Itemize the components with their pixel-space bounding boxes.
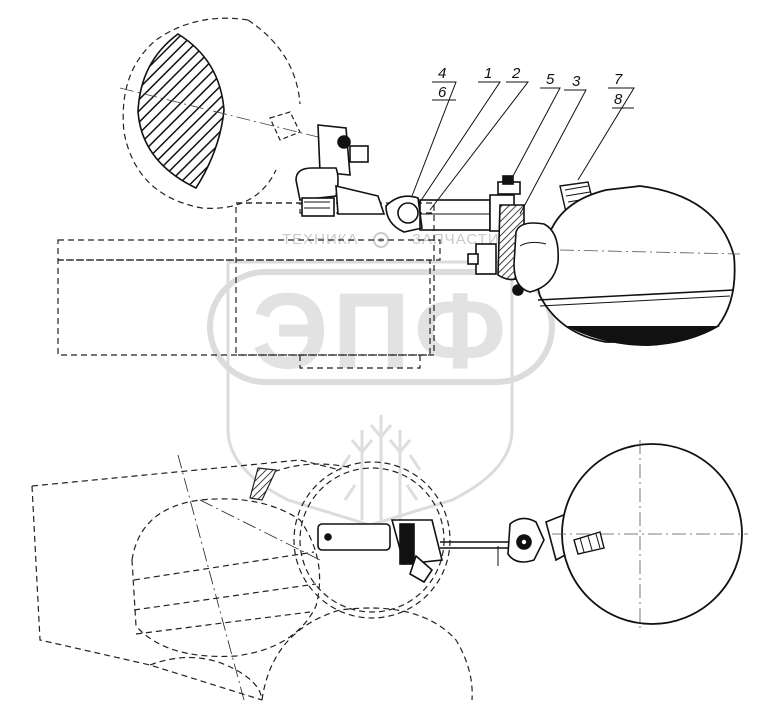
cab-outline: [31, 454, 473, 701]
watermark-logo-frame: [207, 269, 555, 385]
callout-3: 3: [572, 73, 581, 90]
callout-1: 1: [484, 65, 492, 82]
callout-2: 2: [511, 65, 521, 82]
callout-6: 6: [438, 84, 447, 101]
callout-labels: 4 6 1 2 5 3 7 8: [438, 65, 623, 108]
swivel-bracket: [295, 124, 386, 217]
lower-bracket: [317, 519, 512, 584]
callout-5: 5: [546, 71, 555, 88]
callout-4: 4: [438, 65, 446, 82]
lower-view: [31, 440, 748, 701]
headlamp-lens-section: [137, 33, 225, 190]
headlamp-main: [513, 185, 741, 346]
watermark-wheat-emblem: [338, 415, 422, 520]
watermark-logo: ЭПФ: [252, 270, 511, 391]
watermark-shield: [226, 260, 514, 527]
headlamp-tilted-outline: [119, 17, 331, 209]
callout-leaders: [411, 81, 635, 215]
callout-7: 7: [614, 71, 623, 88]
upper-view: 4 6 1 2 5 3 7 8: [57, 17, 741, 369]
headlamp-mount-cup: [513, 222, 560, 293]
headlamp-lower: [552, 440, 748, 628]
callout-8: 8: [614, 91, 623, 108]
pivot-clamp: [385, 195, 491, 233]
mounting-bracket-outline: [57, 202, 441, 369]
watermark: ЭПФ ТЕХНИКА ЗАПЧАСТИ: [207, 231, 555, 527]
